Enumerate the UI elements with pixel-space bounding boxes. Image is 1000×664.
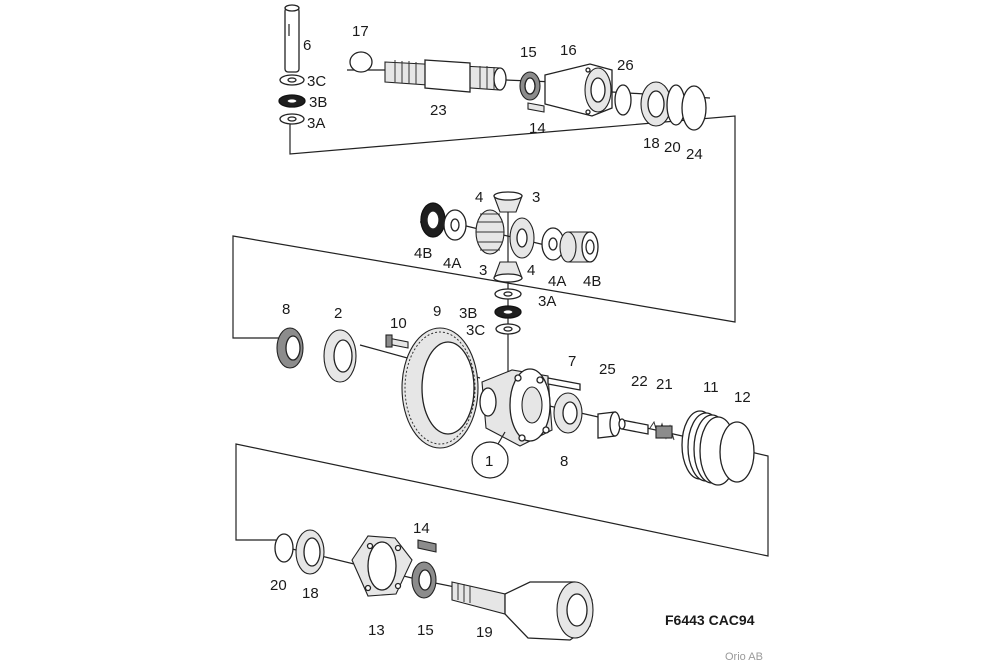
label-7: 7: [568, 353, 576, 370]
label-4A-left: 4A: [443, 255, 461, 272]
label-4B-left: 4B: [414, 245, 432, 262]
washer-3B-top: [278, 94, 306, 108]
washer-3C-mid: [495, 323, 521, 335]
bearing-18-top: [640, 81, 672, 127]
o-ring-17: [349, 51, 373, 73]
label-3-mid: 3: [479, 262, 487, 279]
pinion-gear-3-bottom: [493, 261, 523, 283]
label-15-bottom: 15: [417, 622, 434, 639]
label-10: 10: [390, 315, 407, 332]
label-24: 24: [686, 146, 703, 163]
o-ring-12: [719, 421, 755, 483]
washer-3B-mid: [494, 305, 522, 319]
label-14-top: 14: [529, 120, 546, 137]
label-14-bottom: 14: [413, 520, 430, 537]
label-4-mid: 4: [527, 262, 535, 279]
pin-shaft-6: [284, 4, 300, 73]
splined-shaft-23: [384, 59, 507, 93]
bolt-14-top: [527, 102, 545, 113]
label-18-top: 18: [643, 135, 660, 152]
bolt-14-bottom: [417, 539, 437, 553]
cv-joint-19: [451, 581, 594, 641]
label-3A-top: 3A: [307, 115, 325, 132]
washer-4A-right: [541, 227, 565, 261]
circlip-24: [681, 85, 707, 131]
flange-13: [351, 535, 413, 597]
o-ring-26: [614, 84, 632, 116]
label-25: 25: [599, 361, 616, 378]
label-4B-right: 4B: [583, 273, 601, 290]
washer-3C-top: [279, 74, 305, 86]
pin-22: [618, 418, 649, 435]
callout-circle-1: [471, 431, 509, 479]
label-15-top: 15: [520, 44, 537, 61]
label-3A-mid: 3A: [538, 293, 556, 310]
side-gear-4-left: [475, 209, 505, 255]
label-8-right: 8: [560, 453, 568, 470]
bearing-8-left: [276, 327, 304, 369]
label-4-top: 4: [475, 189, 483, 206]
label-4A-right: 4A: [548, 273, 566, 290]
label-9: 9: [433, 303, 441, 320]
label-16: 16: [560, 42, 577, 59]
shaft-7: [547, 377, 581, 391]
pinion-gear-3-top: [493, 191, 523, 213]
bearing-race-2: [323, 329, 357, 383]
washer-4A-left: [443, 209, 467, 241]
side-gear-4-right: [509, 217, 535, 259]
seal-15-top: [519, 71, 541, 101]
label-1: 1: [485, 453, 493, 470]
seal-15-bottom: [411, 561, 437, 599]
label-11: 11: [703, 379, 719, 396]
label-6: 6: [303, 37, 311, 54]
label-21: 21: [656, 376, 673, 393]
bearing-4B-right: [559, 231, 599, 263]
spring-21: [649, 420, 675, 441]
callout-labels: 6 3C 3B 3A 17 23 15 14 16 26 18 20 24 4 …: [270, 23, 751, 641]
label-22: 22: [631, 373, 648, 390]
label-12: 12: [734, 389, 751, 406]
label-23: 23: [430, 102, 447, 119]
ring-gear-9: [401, 327, 479, 449]
label-20-top: 20: [664, 139, 681, 156]
ring-20-bottom: [274, 533, 294, 563]
credit-text: Orio AB: [725, 651, 763, 663]
washer-3A-top: [279, 113, 305, 125]
sleeve-25: [597, 411, 621, 439]
bolt-10: [385, 334, 409, 349]
label-13: 13: [368, 622, 385, 639]
bearing-8-right: [553, 392, 583, 434]
washer-3A-mid: [494, 288, 522, 300]
label-20-bottom: 20: [270, 577, 287, 594]
label-17: 17: [352, 23, 369, 40]
label-2: 2: [334, 305, 342, 322]
label-3B-top: 3B: [309, 94, 327, 111]
bearing-18-bottom: [295, 529, 325, 575]
label-3-top: 3: [532, 189, 540, 206]
label-3B-mid: 3B: [459, 305, 477, 322]
label-26: 26: [617, 57, 634, 74]
label-8-left: 8: [282, 301, 290, 318]
housing-16: [544, 63, 613, 117]
label-3C-top: 3C: [307, 73, 326, 90]
label-19: 19: [476, 624, 493, 641]
label-18-bottom: 18: [302, 585, 319, 602]
bearing-4B-left: [420, 202, 446, 238]
drawing-code: F6443 CAC94: [665, 612, 755, 628]
differential-case-1: [479, 368, 553, 447]
label-3C-mid: 3C: [466, 322, 485, 339]
